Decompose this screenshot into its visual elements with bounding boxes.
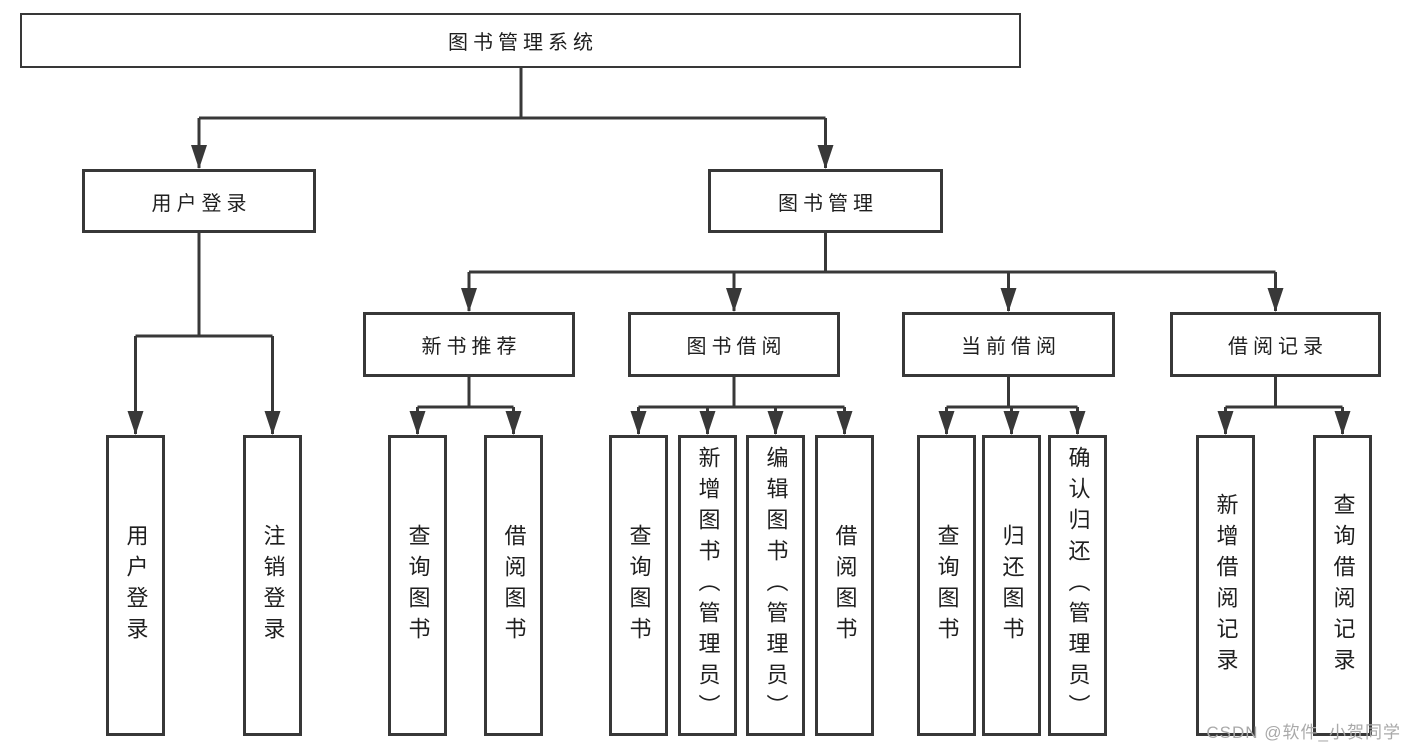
node-leaf-borrow-books-recommendation: 借阅图书 (484, 435, 543, 736)
node-new-book-recommendation: 新书推荐 (363, 312, 575, 377)
node-user-login: 用户登录 (82, 169, 316, 233)
node-leaf-user-login: 用户登录 (106, 435, 165, 736)
csdn-watermark: CSDN @软件_小贺同学 (1206, 723, 1401, 742)
node-leaf-borrow-books-borrowing: 借阅图书 (815, 435, 874, 736)
node-leaf-confirm-return-admin: 确认归还（管理员） (1048, 435, 1107, 736)
node-leaf-query-books-recommendation: 查询图书 (388, 435, 447, 736)
node-leaf-return-books: 归还图书 (982, 435, 1041, 736)
node-leaf-edit-books-admin: 编辑图书（管理员） (746, 435, 805, 736)
node-library-management-system: 图书管理系统 (20, 13, 1021, 68)
node-current-borrowing: 当前借阅 (902, 312, 1115, 377)
node-borrowing-records: 借阅记录 (1170, 312, 1381, 377)
node-book-management: 图书管理 (708, 169, 943, 233)
node-leaf-query-books-borrowing: 查询图书 (609, 435, 668, 736)
node-leaf-query-borrow-record: 查询借阅记录 (1313, 435, 1372, 736)
node-leaf-logout: 注销登录 (243, 435, 302, 736)
node-leaf-add-borrow-record: 新增借阅记录 (1196, 435, 1255, 736)
node-leaf-query-books-current: 查询图书 (917, 435, 976, 736)
node-leaf-add-books-admin: 新增图书（管理员） (678, 435, 737, 736)
node-book-borrowing: 图书借阅 (628, 312, 840, 377)
